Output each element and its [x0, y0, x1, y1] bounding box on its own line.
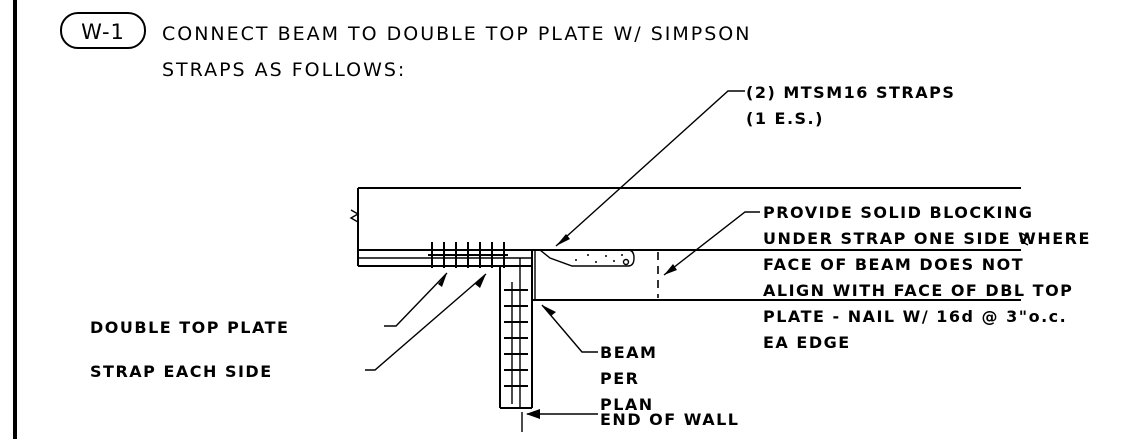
callout-double-top-plate: DOUBLE TOP PLATE — [90, 318, 289, 337]
title-line-2: STRAPS AS FOLLOWS: — [162, 59, 406, 81]
leader-lines — [365, 90, 760, 419]
callout-blocking-line: PLATE - NAIL W/ 16d @ 3"o.c. — [763, 307, 1067, 326]
callout-beam-line: BEAM — [600, 343, 657, 362]
callout-blocking-line: EA EDGE — [763, 333, 851, 352]
beam-per-plan — [532, 250, 1021, 301]
wall-stud — [499, 250, 533, 409]
callout-strap-each-side: STRAP EACH SIDE — [90, 362, 273, 381]
detail-tag: W-1 — [81, 20, 125, 44]
tag-bubble — [60, 12, 146, 49]
callout-blocking-line: UNDER STRAP ONE SIDE WHERE — [763, 229, 1091, 248]
title-line-1: CONNECT BEAM TO DOUBLE TOP PLATE W/ SIMP… — [162, 23, 751, 45]
mtsm16-strap — [538, 249, 635, 267]
callout-beam-line: PLAN — [600, 395, 654, 414]
callout-straps-line-2: (1 E.S.) — [746, 109, 824, 128]
callout-end-of-wall: END OF WALL — [600, 410, 739, 429]
callout-beam-line: PER — [600, 369, 639, 388]
double-top-plate — [357, 242, 532, 268]
callout-blocking-line: FACE OF BEAM DOES NOT — [763, 255, 1024, 274]
callout-blocking: PROVIDE SOLID BLOCKING UNDER STRAP ONE S… — [763, 203, 1091, 352]
callout-straps-line-1: (2) MTSM16 STRAPS — [746, 83, 955, 102]
callout-blocking-line: PROVIDE SOLID BLOCKING — [763, 203, 1034, 222]
callout-blocking-line: ALIGN WITH FACE OF DBL TOP — [763, 281, 1073, 300]
